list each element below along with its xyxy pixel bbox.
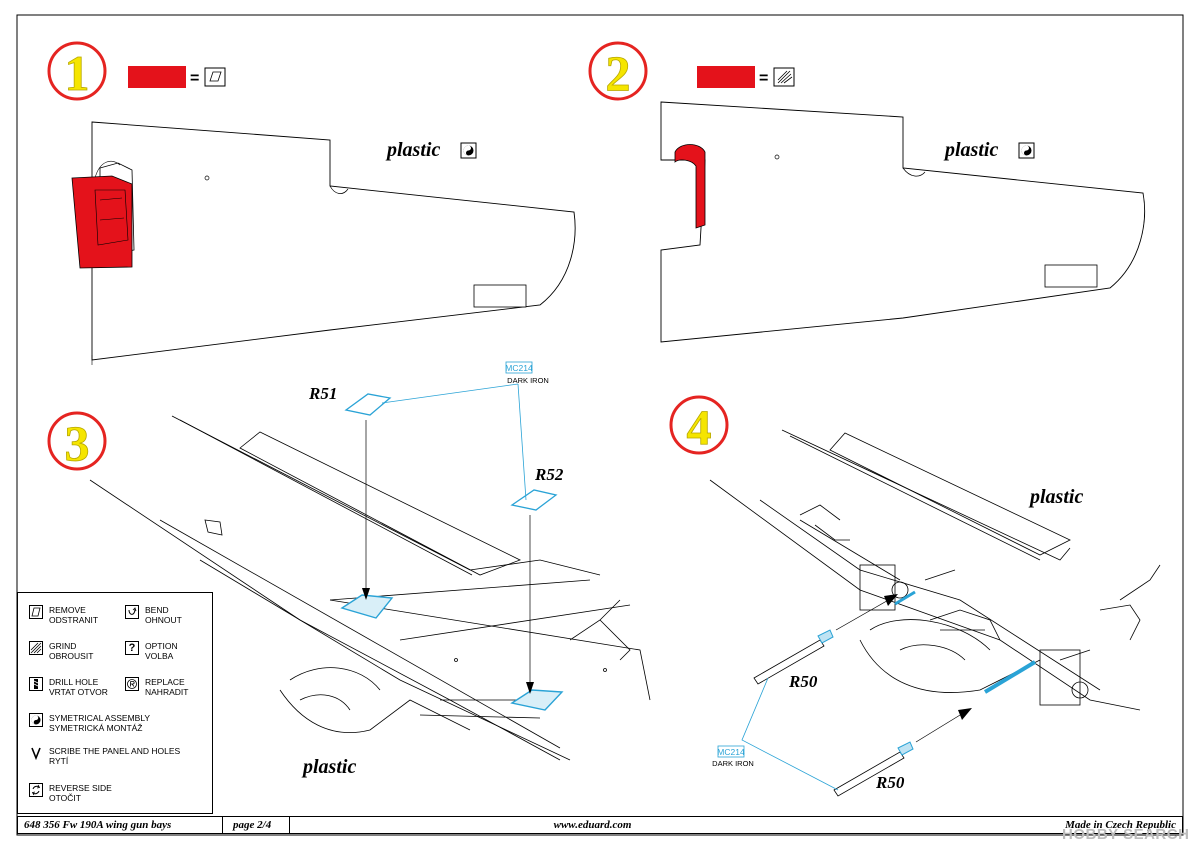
plastic-label-1: plastic [385,139,440,161]
dark-iron-label-4: DARK IRON [712,759,754,768]
footer-page: page 2/4 [233,819,272,831]
legend-reverse-label: REVERSE SIDE [49,783,112,793]
wing-outline-1 [91,121,576,361]
step-1-badge: 1 [47,41,107,101]
mc214-code-4: MC214 [717,747,745,757]
legend-drill-label: DRILL HOLE [49,677,99,687]
option-icon: ? [125,641,139,655]
legend-option-label: OPTION [145,641,178,651]
step-3-number: 3 [65,415,90,471]
step-3-panel: 3 [47,361,651,778]
replace-icon [125,677,139,691]
footer-divider-1 [222,817,223,833]
plastic-label-4: plastic [1028,486,1083,508]
dark-iron-label-3: DARK IRON [507,376,549,385]
symmetrical-icon [29,713,43,727]
legend-bend-label: BEND [145,605,169,615]
footer-made-in: Made in Czech Republic [1065,819,1176,831]
step-2-panel: 2 = plastic [588,41,1145,343]
legend-symmetrical-label-cz: SYMETRICKÁ MONTÁŽ [49,723,143,733]
legend-remove-label: REMOVE [49,605,86,615]
step-3-badge: 3 [47,411,107,471]
equals-sign-1: = [190,70,199,87]
symmetrical-icon [460,142,477,159]
r52-label: R52 [534,465,564,484]
footer-url: www.eduard.com [553,819,632,831]
symmetrical-icon [1018,142,1035,159]
step-4-panel: 4 [669,395,1161,797]
red-swatch-1 [128,66,186,88]
wing-bay-structure-3 [89,415,651,761]
step-1-panel: 1 = plastic [47,41,576,365]
r50-label-upper: R50 [788,672,818,691]
legend-remove-label-cz: ODSTRANIT [49,615,99,625]
drill-hole-icon [29,677,43,691]
part-r50-upper [753,629,834,685]
callout-lines-3 [381,383,527,501]
plastic-label-2: plastic [943,139,998,161]
r51-label: R51 [308,384,337,403]
r50-label-lower: R50 [875,773,905,792]
sheet-frame [16,14,1184,836]
red-part-step-2 [674,144,706,229]
step-1-number: 1 [65,45,90,101]
grind-icon [29,641,43,655]
mc214-code-3: MC214 [505,363,533,373]
blue-barrel-installed-2 [894,590,916,606]
legend-symmetrical-label: SYMETRICAL ASSEMBLY [49,713,151,723]
legend-replace-label: REPLACE [145,677,185,687]
legend-grind-label-cz: OBROUSIT [49,651,94,661]
red-part-step-1 [71,175,133,269]
mc214-box-3 [505,361,533,374]
plastic-label-3: plastic [301,756,356,778]
part-r52 [510,489,558,511]
blue-barrel-installed [983,660,1037,694]
legend-reverse-label-cz: OTOČIT [49,793,81,803]
bend-icon [125,605,139,619]
remove-icon [29,605,43,619]
callout-lines-4 [741,677,839,791]
legend-bend-label-cz: OHNOUT [145,615,182,625]
legend-grind-label: GRIND [49,641,77,651]
footer-kit-code: 648 356 Fw 190A wing gun bays [24,819,172,831]
reverse-icon [29,783,43,797]
step-4-number: 4 [687,399,712,455]
footer-divider-2 [289,817,290,833]
r51-location [340,594,394,619]
watermark-text: HOBBY SEARCH [1062,826,1190,843]
wing-outline-2 [660,101,1145,343]
legend-option-label-cz: VOLBA [145,651,174,661]
equals-sign-2: = [759,70,768,87]
step-2-badge: 2 [588,41,648,101]
legend-replace-label-cz: NAHRADIT [145,687,189,697]
footer-bar: 648 356 Fw 190A wing gun bays page 2/4 w… [17,816,1183,834]
scribe-icon [29,746,43,760]
step-2-number: 2 [606,45,631,101]
remove-icon [204,67,226,87]
legend-scribe-label: SCRIBE THE PANEL AND HOLES [49,746,181,756]
part-r50-lower [833,741,914,797]
r52-location [510,689,564,711]
legend-drill-label-cz: VRTAT OTVOR [49,687,108,697]
part-r51 [344,393,392,416]
step-4-badge: 4 [669,395,729,455]
red-swatch-2 [697,66,755,88]
wing-bay-structure-4 [709,429,1161,711]
grind-icon [773,67,795,87]
legend-scribe-label-cz: RYTÍ [49,756,69,766]
mc214-box-4 [717,745,745,758]
